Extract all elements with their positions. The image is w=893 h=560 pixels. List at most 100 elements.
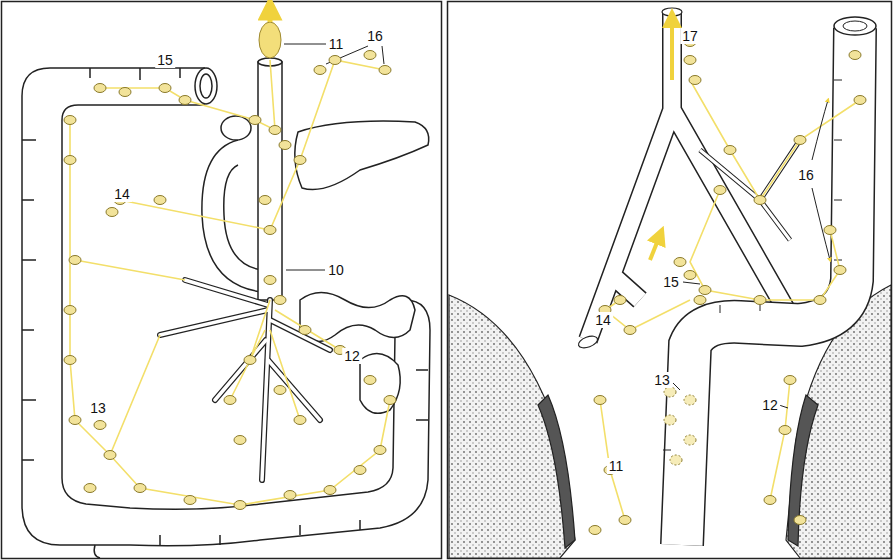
lymph-node: [69, 416, 81, 425]
small-intestine: [300, 293, 415, 414]
lymph-node: [724, 146, 736, 155]
lymph-node: [259, 196, 271, 205]
lymph-node: [324, 486, 336, 495]
callout-number: 14: [112, 186, 132, 202]
lymph-node: [754, 296, 766, 305]
leader-lines-left: [284, 44, 384, 354]
cisterna-chyli: [259, 8, 281, 58]
lymph-node: [849, 51, 861, 60]
callout-number: 13: [652, 372, 672, 388]
lymph-node: [69, 256, 81, 265]
duodenum: [202, 116, 262, 292]
lymph-node: [779, 426, 791, 435]
lymph-node-group: [64, 38, 866, 535]
lymph-node: [824, 226, 836, 235]
lymph-node: [684, 271, 696, 280]
lymph-node: [764, 496, 776, 505]
lymph-node: [674, 258, 686, 267]
callout-number: 15: [661, 274, 681, 290]
lymph-node: [64, 306, 76, 315]
colon-left: [22, 68, 430, 558]
lymph-node: [689, 76, 701, 85]
lymph-node: [684, 56, 696, 65]
leader-arrow: [812, 188, 830, 260]
lymph-node: [364, 376, 376, 385]
aorta: [258, 58, 282, 300]
callout-number: 10: [326, 262, 346, 278]
iliac-vessels: [577, 8, 803, 350]
lymph-node: [234, 436, 246, 445]
lymph-node: [284, 491, 296, 500]
callout-number: 16: [365, 28, 385, 44]
lymph-node: [134, 484, 146, 493]
lymph-node: [249, 116, 261, 125]
lymph-node: [294, 416, 306, 425]
lymph-node: [374, 446, 386, 455]
lymph-node: [354, 466, 366, 475]
lymph-node: [64, 116, 76, 125]
lymph-node: [664, 415, 676, 425]
lymph-node: [624, 326, 636, 335]
lymph-node: [314, 66, 326, 75]
callout-number: 16: [796, 167, 816, 183]
lymph-node: [854, 96, 866, 105]
callout-number: 13: [88, 400, 108, 416]
lymph-node: [234, 501, 246, 510]
lymph-node: [179, 96, 191, 105]
lymph-node: [274, 386, 286, 395]
lymph-node: [84, 484, 96, 493]
lymph-node: [594, 396, 606, 405]
lymph-node: [614, 296, 626, 305]
lymph-node: [754, 196, 766, 205]
lymph-node: [279, 141, 291, 150]
lymph-node: [224, 396, 236, 405]
lymph-node: [714, 186, 726, 195]
lymph-node: [264, 276, 276, 285]
lymph-node: [384, 396, 396, 405]
lymph-node: [264, 226, 276, 235]
lymph-node: [184, 496, 196, 505]
lymph-node: [794, 136, 806, 145]
lymph-node: [159, 84, 171, 93]
callout-number: 14: [593, 312, 613, 328]
lymph-vessels-left: [70, 60, 390, 505]
lymph-node: [119, 88, 131, 97]
lymph-node: [106, 208, 118, 217]
lymph-node: [64, 156, 76, 165]
leader-arrow: [812, 100, 828, 160]
callout-number: 11: [607, 458, 626, 474]
lymph-node: [589, 526, 601, 535]
lymph-node: [299, 326, 311, 335]
lymph-node: [794, 516, 806, 525]
lymph-vessels-right: [600, 80, 860, 520]
panel-frame: [448, 2, 892, 559]
lymph-node: [154, 196, 166, 205]
colon-rectum: [663, 17, 876, 545]
pancreas: [295, 121, 429, 189]
lymph-node: [329, 56, 341, 65]
lymph-node: [694, 296, 706, 305]
callout-number: 12: [760, 397, 780, 413]
lymph-flow-arrow: [650, 235, 660, 260]
lymph-node: [684, 435, 696, 445]
callout-number: 15: [155, 52, 175, 68]
lymph-node: [379, 66, 391, 75]
panel-frame: [2, 2, 442, 559]
lymph-node: [814, 296, 826, 305]
lymph-node: [294, 156, 306, 165]
lymph-node: [64, 356, 76, 365]
callout-number: 11: [327, 36, 346, 52]
lymph-node: [699, 286, 711, 295]
callout-number: 17: [680, 28, 700, 44]
leader-lines-right: [673, 282, 788, 408]
lymph-node: [269, 126, 281, 135]
mesenteric-vessels: [160, 280, 330, 480]
lymph-node: [784, 376, 796, 385]
lymph-node: [684, 395, 696, 405]
lymph-node: [834, 266, 846, 275]
lymph-node: [94, 421, 106, 430]
lymph-node: [104, 451, 116, 460]
callout-number: 12: [342, 348, 362, 364]
lymph-node: [274, 296, 286, 305]
